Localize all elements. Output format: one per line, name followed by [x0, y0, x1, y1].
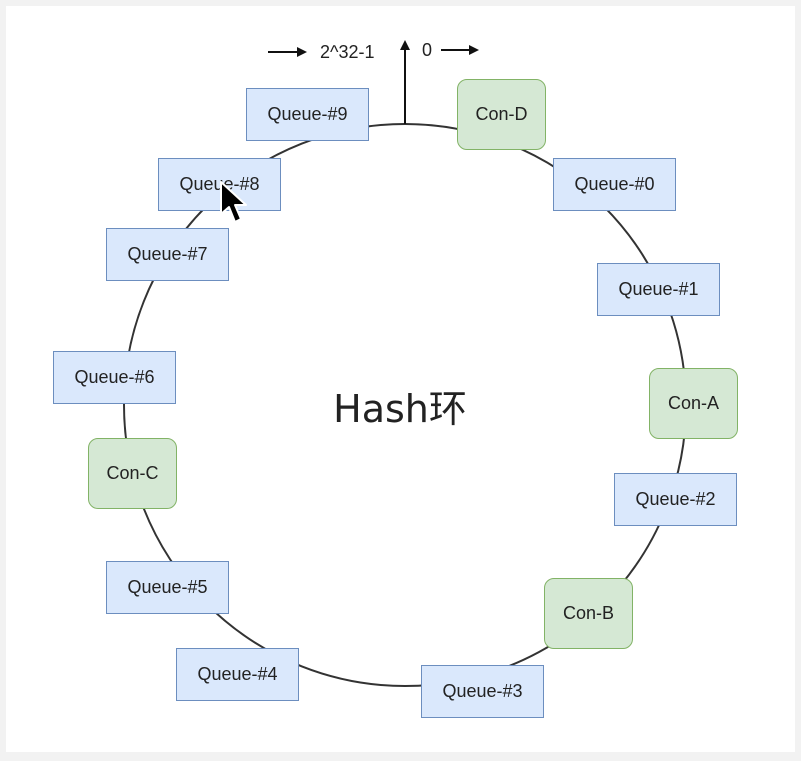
- con-c-node[interactable]: Con-C: [88, 438, 177, 509]
- queue-6-node[interactable]: Queue-#6: [53, 351, 176, 404]
- zero-value-label: 0: [422, 40, 433, 60]
- queue-8-node[interactable]: Queue-#8: [158, 158, 281, 211]
- queue-0-node[interactable]: Queue-#0: [553, 158, 676, 211]
- hash-ring-title: Hash环: [333, 387, 467, 431]
- queue-3-node[interactable]: Queue-#3: [421, 665, 544, 718]
- queue-7-node[interactable]: Queue-#7: [106, 228, 229, 281]
- queue-2-node[interactable]: Queue-#2: [614, 473, 737, 526]
- con-d-node[interactable]: Con-D: [457, 79, 546, 150]
- queue-4-node[interactable]: Queue-#4: [176, 648, 299, 701]
- queue-9-node[interactable]: Queue-#9: [246, 88, 369, 141]
- con-a-node[interactable]: Con-A: [649, 368, 738, 439]
- mouse-pointer-icon: [220, 181, 247, 223]
- max-value-label: 2^32-1: [320, 42, 375, 62]
- queue-5-node[interactable]: Queue-#5: [106, 561, 229, 614]
- con-b-node[interactable]: Con-B: [544, 578, 633, 649]
- queue-1-node[interactable]: Queue-#1: [597, 263, 720, 316]
